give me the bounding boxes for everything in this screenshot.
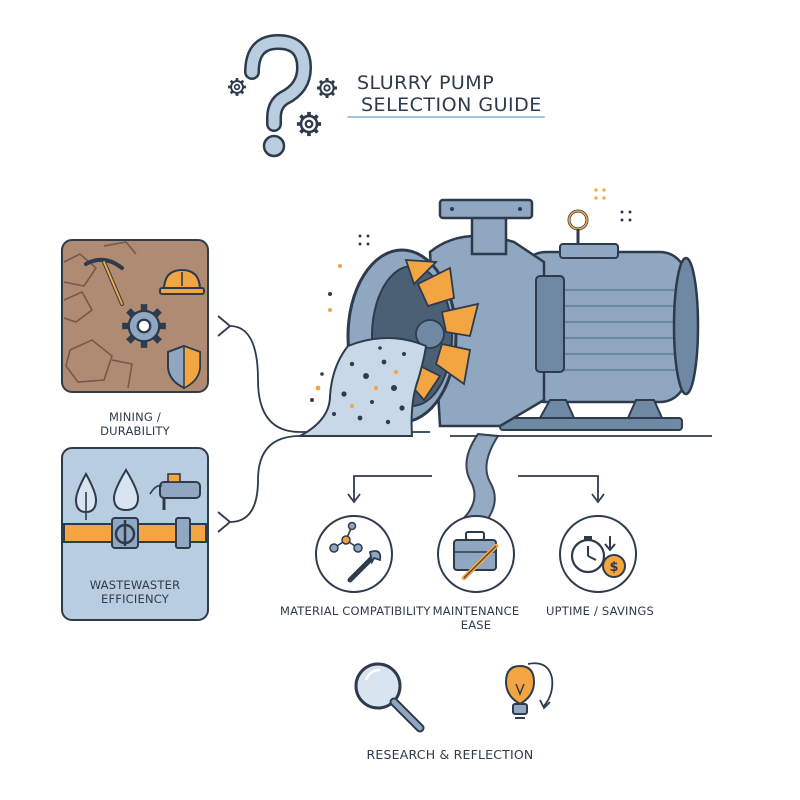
application-label-wastewater: WASTEWASTER EFFICIENCY bbox=[62, 578, 208, 606]
application-label-line: MINING / bbox=[109, 410, 161, 424]
application-label-mining: MINING / DURABILITY bbox=[62, 410, 208, 438]
clock-dollar-icon: $ bbox=[559, 515, 637, 593]
gear-icon bbox=[122, 304, 166, 348]
question-mark-icon bbox=[244, 33, 313, 158]
application-label-line: WASTEWASTER bbox=[89, 578, 181, 592]
faucet-icon bbox=[149, 473, 201, 510]
factor-label-uptime: UPTIME / SAVINGS bbox=[540, 604, 660, 618]
factor-label-maintenance: MAINTENANCE EASE bbox=[426, 604, 526, 632]
factor-arrows bbox=[347, 475, 605, 504]
page-title-line-1: SLURRY PUMP bbox=[357, 72, 495, 94]
footer-label: RESEARCH & REFLECTION bbox=[366, 747, 534, 762]
page-title-line-2: SELECTION GUIDE bbox=[361, 94, 542, 116]
toolbox-icon bbox=[437, 515, 515, 593]
hard-hat-icon bbox=[159, 268, 205, 295]
factor-label-material: MATERIAL COMPATIBILITY bbox=[280, 604, 430, 618]
molecule-wrench-icon bbox=[315, 515, 393, 593]
factor-label-line: MAINTENANCE bbox=[432, 604, 520, 618]
slurry-pump-illustration bbox=[299, 188, 700, 526]
wastewater-panel bbox=[61, 447, 209, 621]
slurry-particles bbox=[332, 346, 406, 425]
svg-text:$: $ bbox=[609, 560, 618, 575]
factor-label-line: MATERIAL COMPATIBILITY bbox=[280, 604, 431, 618]
application-label-line: EFFICIENCY bbox=[100, 592, 170, 606]
factor-label-line: UPTIME / SAVINGS bbox=[545, 604, 655, 618]
lightbulb-icon bbox=[504, 662, 554, 719]
connector-lines bbox=[217, 315, 712, 533]
application-label-line: DURABILITY bbox=[100, 424, 170, 438]
water-drop-icon bbox=[74, 471, 98, 520]
water-drop-icon bbox=[112, 468, 140, 512]
magnifier-icon bbox=[354, 662, 425, 733]
factor-label-line: EASE bbox=[460, 618, 492, 632]
gear-icon bbox=[295, 110, 323, 138]
pickaxe-icon bbox=[84, 257, 124, 306]
gear-icon bbox=[315, 76, 339, 100]
title-underline bbox=[347, 116, 545, 118]
gear-icon bbox=[226, 76, 248, 98]
pipe-valve-icon bbox=[114, 520, 136, 546]
mining-panel bbox=[61, 239, 209, 393]
shield-icon bbox=[167, 344, 201, 390]
